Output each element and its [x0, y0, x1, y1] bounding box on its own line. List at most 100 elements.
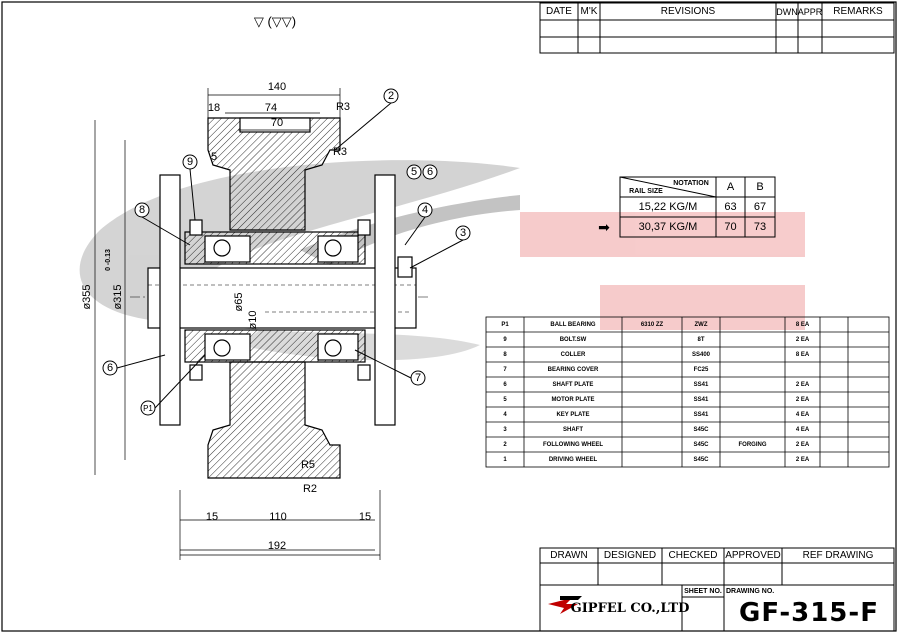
tb-header-drawn: DRAWN — [550, 550, 588, 561]
parts-row-mat: S45C — [693, 456, 709, 463]
balloon-6-upper: 6 — [426, 166, 434, 178]
parts-row-no: 2 — [503, 441, 507, 448]
rev-header-appr: APPR — [797, 6, 823, 17]
tb-header-ref-drawing: REF DRAWING — [802, 550, 874, 561]
balloon-6-lower: 6 — [106, 362, 114, 374]
drawing-no-label: DRAWING NO. — [726, 587, 775, 595]
dim-tolerance: 0 -0.13 — [104, 249, 112, 271]
dim-5: 5 — [210, 151, 218, 163]
drawing-number: GF-315-F — [739, 598, 879, 628]
notation-title: NOTATION — [673, 179, 709, 187]
parts-row-mat: SS41 — [693, 396, 709, 403]
dim-15-right: 15 — [358, 511, 372, 523]
dim-110: 110 — [269, 511, 287, 523]
parts-row-mat: 8T — [697, 336, 705, 343]
notation-col-b: B — [756, 181, 764, 193]
balloon-2: 2 — [387, 90, 395, 102]
parts-row-qty: 8 EA — [795, 351, 810, 358]
parts-row-note — [720, 317, 785, 332]
rev-header-remarks: REMARKS — [833, 6, 883, 17]
parts-row-spec — [622, 347, 682, 362]
parts-row-spec — [622, 407, 682, 422]
parts-row-name: KEY PLATE — [556, 411, 590, 418]
parts-row-qty: 2 EA — [795, 381, 810, 388]
parts-row-name: BEARING COVER — [547, 366, 599, 373]
title-block — [539, 547, 895, 632]
parts-row-qty: 2 EA — [795, 441, 810, 448]
dimension-lines — [94, 88, 381, 560]
company-name: GIPFEL CO.,LTD — [570, 600, 690, 616]
parts-table — [485, 316, 890, 468]
dim-r2: R2 — [302, 483, 318, 495]
surface-finish-symbol: ▽ (▽▽) — [253, 14, 297, 29]
notation-row-1-b: 67 — [753, 201, 767, 213]
dim-15-left: 15 — [205, 511, 219, 523]
parts-row-name: SHAFT — [563, 426, 583, 433]
revisions-table — [539, 2, 895, 54]
tb-header-designed: DESIGNED — [603, 550, 657, 561]
parts-row-spec — [622, 332, 682, 347]
notation-row-2-b: 73 — [753, 221, 767, 233]
rev-header-date: DATE — [546, 6, 572, 17]
company-logo-icon — [548, 596, 582, 614]
parts-row-qty: 4 EA — [795, 411, 810, 418]
parts-row-name: FOLLOWING WHEEL — [543, 441, 603, 448]
wheel-section-lower — [184, 329, 366, 479]
rev-header-revisions: REVISIONS — [660, 6, 716, 17]
parts-row-no: 4 — [503, 411, 507, 418]
parts-row-mat: SS400 — [691, 351, 710, 358]
parts-row-qty: 2 EA — [795, 336, 810, 343]
balloon-8: 8 — [138, 204, 146, 216]
parts-row-mat: S45C — [693, 441, 709, 448]
balloon-9: 9 — [186, 156, 194, 168]
parts-row-spec — [622, 377, 682, 392]
parts-row-no: 6 — [503, 381, 507, 388]
parts-row-name: BOLT.SW — [559, 336, 587, 343]
notation-row-1-a: 63 — [724, 201, 737, 213]
parts-row-name: COLLER — [560, 351, 586, 358]
tb-header-checked: CHECKED — [668, 550, 718, 561]
dim-140: 140 — [267, 81, 287, 93]
parts-row-no: 7 — [503, 366, 507, 373]
notation-col-a: A — [726, 181, 735, 193]
balloon-p1: P1 — [143, 403, 153, 413]
wheel-section-upper — [184, 117, 366, 265]
parts-row-name: DRIVING WHEEL — [548, 456, 598, 463]
rev-header-dwn: DWN — [776, 6, 798, 17]
parts-row-no: 1 — [503, 456, 507, 463]
parts-row-qty: 8 EA — [795, 321, 810, 328]
dim-18: 18 — [207, 102, 221, 114]
parts-row-spec — [622, 452, 682, 467]
balloon-4: 4 — [421, 204, 429, 216]
notation-table — [619, 176, 776, 238]
notation-row-2-a: 70 — [724, 221, 737, 233]
balloon-3: 3 — [459, 227, 467, 239]
parts-row-spec: 6310 ZZ — [640, 321, 664, 328]
notation-rail-label: RAIL SIZE — [629, 187, 663, 195]
parts-row-spec — [622, 362, 682, 377]
parts-row-qty: 4 EA — [795, 426, 810, 433]
parts-row-no: 8 — [503, 351, 507, 358]
part-balloons — [102, 88, 471, 416]
parts-row-note — [720, 407, 785, 422]
dim-74: 74 — [264, 102, 278, 114]
arrow-right-icon: ➡ — [598, 218, 610, 235]
balloon-7: 7 — [414, 372, 422, 384]
parts-row-note — [720, 422, 785, 437]
dim-dia-65: ø65 — [233, 292, 245, 312]
parts-row-note — [720, 362, 785, 377]
parts-row-qty: 2 EA — [795, 456, 810, 463]
parts-row-mat: ZWZ — [694, 321, 708, 328]
parts-row-note — [720, 377, 785, 392]
notation-row-1-rail: 15,22 KG/M — [638, 201, 698, 213]
dim-r3-upper: R3 — [335, 101, 351, 113]
sheet-no-label: SHEET NO. — [684, 587, 722, 595]
parts-row-note — [720, 347, 785, 362]
parts-row-no: 3 — [503, 426, 507, 433]
parts-row-note: FORGING — [738, 441, 767, 448]
dim-r5: R5 — [300, 459, 316, 471]
shaft — [147, 256, 417, 329]
